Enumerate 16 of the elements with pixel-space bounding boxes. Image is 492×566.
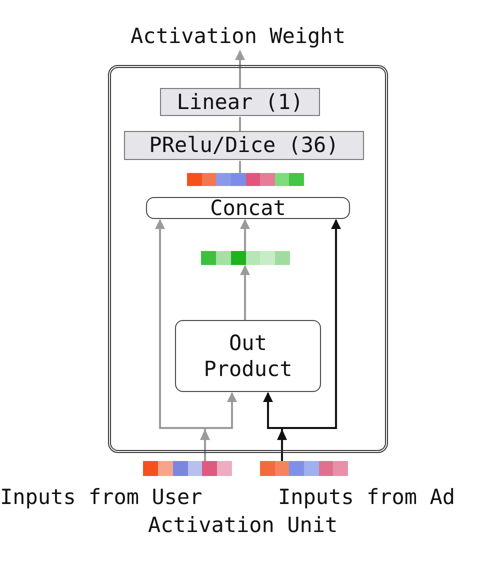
- unit-box: [108, 65, 388, 453]
- arrow: [240, 219, 250, 251]
- operation-box: Out Product: [175, 320, 321, 392]
- vector-bar: [143, 461, 232, 476]
- caption: Activation Unit: [148, 513, 338, 537]
- layer-box: Linear (1): [160, 88, 320, 116]
- arrow: [240, 265, 250, 320]
- vector-bar: [260, 461, 348, 476]
- input-label: Inputs from Ad: [278, 485, 456, 509]
- arrow: [235, 50, 245, 88]
- output-label: Activation Weight: [100, 22, 376, 50]
- input-label: Inputs from User: [0, 485, 202, 509]
- vector-bar: [201, 251, 290, 265]
- vector-bar: [187, 173, 304, 186]
- operation-box: Concat: [146, 197, 350, 219]
- layer-box: PRelu/Dice (36): [124, 131, 364, 160]
